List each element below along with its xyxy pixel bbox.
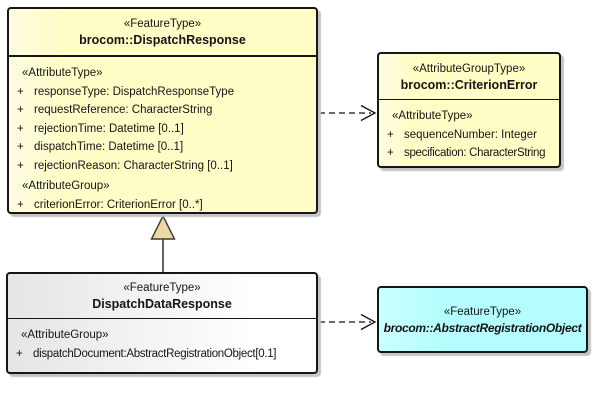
class-name: brocom::AbstractRegistrationObject — [383, 320, 582, 335]
dependency-arrow-criterion-error — [319, 104, 377, 122]
visibility-marker: + — [17, 122, 24, 135]
section-label: «AttributeGroup» — [21, 329, 109, 341]
visibility-marker: + — [16, 347, 23, 360]
attribute-row: + dispatchTime: Datetime [0..1] — [9, 138, 316, 157]
visibility-marker: + — [17, 85, 24, 98]
attribute-compartment: «AttributeType» + sequenceNumber: Intege… — [379, 99, 559, 163]
attribute-row: + sequenceNumber: Integer — [379, 126, 559, 145]
attribute-text: responseType: DispatchResponseType — [34, 85, 235, 98]
attribute-text: dispatchTime: Datetime [0..1] — [34, 141, 184, 153]
class-header: «FeatureType» brocom::DispatchResponse — [9, 9, 316, 55]
section-label: «AttributeGroup» — [22, 180, 110, 192]
attribute-compartment: «AttributeType» + responseType: Dispatch… — [9, 55, 316, 214]
attribute-compartment: «AttributeGroup» + dispatchDocument:Abst… — [8, 318, 316, 363]
attribute-row: + rejectionReason: CharacterString [0..1… — [9, 157, 316, 176]
class-box-dispatch-response[interactable]: «FeatureType» brocom::DispatchResponse «… — [7, 7, 318, 214]
section-label: «AttributeType» — [22, 67, 103, 79]
class-name: brocom::DispatchResponse — [79, 33, 246, 47]
class-name: DispatchDataResponse — [92, 297, 232, 311]
section-label: «AttributeType» — [392, 110, 473, 122]
attribute-text: criterionError: CriterionError [0..*] — [34, 198, 203, 211]
class-box-dispatch-data-response[interactable]: «FeatureType» DispatchDataResponse «Attr… — [6, 272, 318, 374]
stereotype-label: «FeatureType» — [443, 305, 522, 318]
class-box-abstract-registration-object[interactable]: «FeatureType» brocom::AbstractRegistrati… — [377, 286, 588, 353]
attribute-text: rejectionReason: CharacterString [0..1] — [34, 159, 233, 172]
class-header: «FeatureType» brocom::AbstractRegistrati… — [379, 288, 586, 351]
generalization-arrow — [150, 214, 176, 272]
attribute-row: + responseType: DispatchResponseType — [9, 83, 316, 102]
attribute-row: + rejectionTime: Datetime [0..1] — [9, 120, 316, 139]
class-name: brocom::CriterionError — [400, 77, 538, 92]
stereotype-label: «FeatureType» — [123, 18, 202, 30]
visibility-marker: + — [17, 198, 24, 211]
visibility-marker: + — [17, 104, 24, 116]
visibility-marker: + — [17, 141, 24, 153]
attribute-row: + dispatchDocument:AbstractRegistrationO… — [8, 345, 316, 364]
class-header: «FeatureType» DispatchDataResponse — [8, 274, 316, 318]
visibility-marker: + — [17, 159, 24, 172]
visibility-marker: + — [387, 128, 394, 141]
attribute-text: requestReference: CharacterString — [34, 104, 213, 116]
stereotype-label: «FeatureType» — [123, 282, 201, 294]
class-header: «AttributeGroupType» brocom::CriterionEr… — [379, 54, 559, 99]
visibility-marker: + — [387, 147, 394, 159]
attribute-row: + criterionError: CriterionError [0..*] — [9, 196, 316, 215]
attribute-row: + requestReference: CharacterString — [9, 101, 316, 120]
stereotype-label: «AttributeGroupType» — [412, 62, 526, 75]
attribute-row: + specification: CharacterString — [379, 144, 559, 163]
attribute-text: rejectionTime: Datetime [0..1] — [34, 122, 184, 135]
attribute-text: dispatchDocument:AbstractRegistrationObj… — [33, 347, 277, 360]
attribute-text: sequenceNumber: Integer — [404, 128, 537, 141]
attribute-text: specification: CharacterString — [404, 147, 546, 159]
class-box-criterion-error[interactable]: «AttributeGroupType» brocom::CriterionEr… — [377, 52, 561, 168]
dependency-arrow-abstract-registration-object — [319, 313, 377, 331]
